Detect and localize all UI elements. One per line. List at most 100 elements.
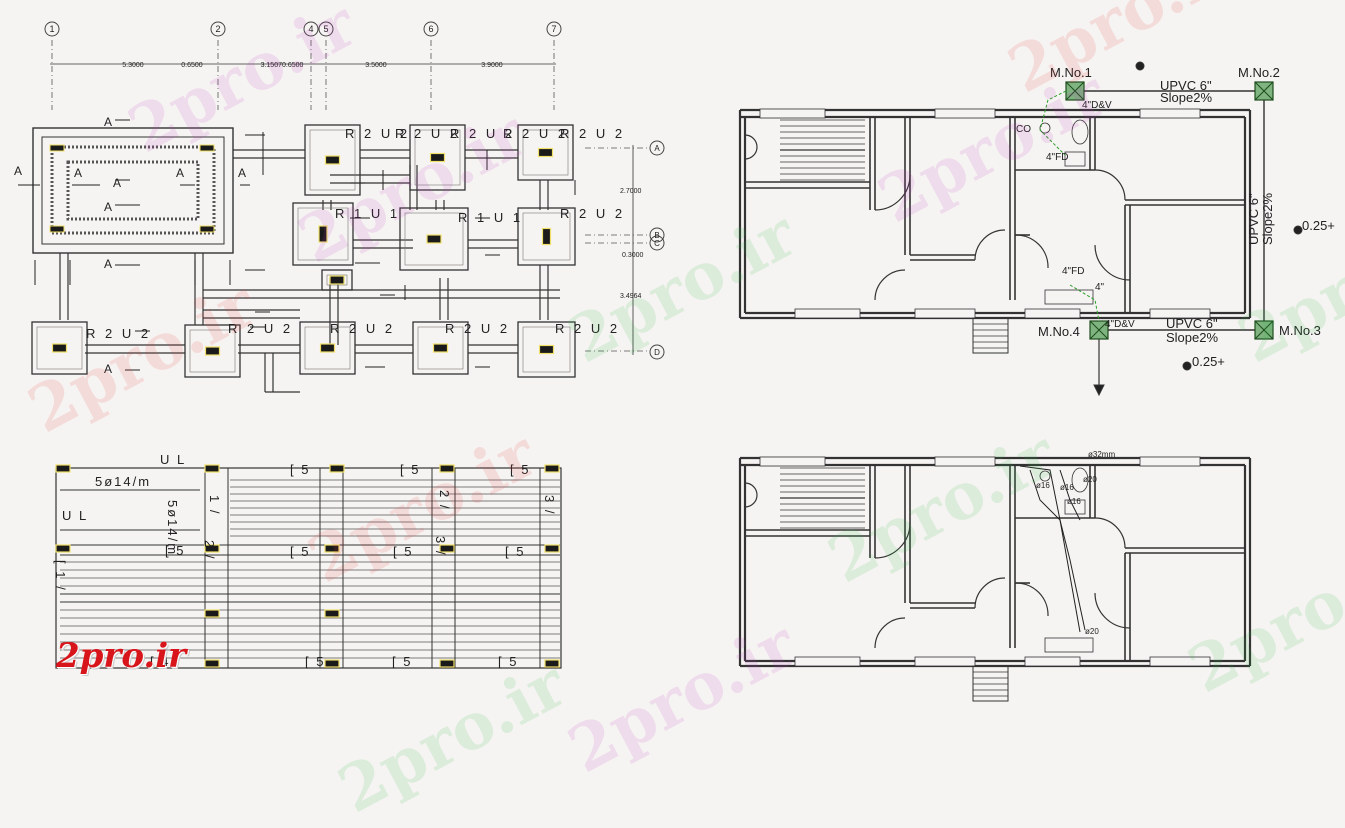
- manhole-hatch: [1254, 320, 1274, 340]
- slab-label: U L: [160, 452, 186, 467]
- footing: [517, 321, 576, 378]
- manhole-label: M.No.2: [1238, 65, 1280, 80]
- footing-inner: [309, 129, 356, 191]
- door-swing: [874, 174, 911, 211]
- column: [199, 225, 215, 233]
- fixture-tag: 4"FD: [1062, 266, 1084, 277]
- slab-label: [ 5: [392, 654, 412, 669]
- kitchen-sink: [1044, 289, 1094, 305]
- footing-tag: R 2 U 2: [450, 126, 515, 141]
- water-pipe: [1059, 469, 1081, 521]
- pipe-size-tag: ø16: [1067, 497, 1081, 506]
- level-symbol: [1293, 225, 1303, 235]
- column: [324, 609, 340, 618]
- footing-inner: [36, 326, 83, 370]
- window: [1149, 656, 1211, 667]
- manhole-hatch: [1089, 320, 1109, 340]
- footing: [31, 321, 88, 375]
- foundation-plan: 1 2 4 5 6 7 5.3000 0.6500 3.15070.6500 3…: [14, 21, 665, 393]
- slab-label: 3 /: [433, 536, 448, 556]
- window: [1149, 308, 1211, 319]
- slab-label: [ 5: [290, 544, 310, 559]
- level-mark: 0.25+: [1302, 218, 1335, 233]
- level-symbol: [1182, 361, 1192, 371]
- door-swing: [744, 482, 758, 508]
- slab-label: [ 5: [400, 462, 420, 477]
- pipe-size-tag: ø32mm: [1088, 450, 1115, 459]
- window: [914, 656, 976, 667]
- column: [319, 343, 336, 353]
- column: [439, 659, 455, 668]
- wc-fixture: [1071, 467, 1089, 493]
- dimension-text: 3.5000: [365, 62, 387, 69]
- slab-label: [ 5: [505, 544, 525, 559]
- slab-label: [ 5: [305, 654, 325, 669]
- footing: [412, 321, 469, 375]
- manhole-label: M.No.1: [1050, 65, 1092, 80]
- footing-inner: [522, 212, 571, 261]
- door-swing: [874, 269, 906, 301]
- column: [324, 155, 341, 165]
- footing: [321, 269, 353, 291]
- dimension-text: 0.6500: [181, 62, 203, 69]
- kitchen-sink: [1044, 637, 1094, 653]
- pipe-label: Slope2%: [1160, 90, 1212, 105]
- column: [541, 227, 552, 246]
- column: [204, 544, 220, 553]
- column: [49, 225, 65, 233]
- column: [204, 659, 220, 668]
- wc-fixture: [1064, 151, 1086, 167]
- dimension-text: 5.3000: [122, 62, 144, 69]
- slab-label: 5ø14/m: [165, 500, 180, 556]
- water-pipe: [1019, 465, 1081, 633]
- window: [934, 108, 996, 119]
- slab-label: [ 5: [393, 544, 413, 559]
- site-logo[interactable]: 2pro.ir: [56, 636, 187, 676]
- grid-bubble-label: D: [654, 348, 660, 357]
- window: [934, 456, 996, 467]
- section-mark: A: [176, 166, 184, 180]
- footing-inner: [304, 326, 351, 370]
- column: [318, 225, 328, 243]
- window: [1139, 108, 1201, 119]
- grid-bubble-label: C: [654, 239, 660, 248]
- footing-tag: R 2 U 2: [503, 126, 568, 141]
- footing-inner: [404, 212, 464, 266]
- slab-label: [ 5: [498, 654, 518, 669]
- door-swing: [1014, 234, 1049, 269]
- window: [794, 308, 861, 319]
- grid-bubble-label: 2: [215, 24, 220, 34]
- grid-bubble-label: 6: [428, 24, 433, 34]
- manhole-label: M.No.3: [1279, 323, 1321, 338]
- fixture-tag: 4"FD: [1046, 152, 1068, 163]
- wc-fixture: [1039, 470, 1051, 482]
- footing-tag: R 2 U 2: [560, 126, 625, 141]
- fixture-tag: 4": [1095, 282, 1105, 293]
- pipe-label: UPVC 6": [1160, 78, 1212, 93]
- manhole-hatch: [1254, 81, 1274, 101]
- door-swing: [874, 522, 911, 559]
- north-symbol: [1135, 61, 1145, 71]
- footing-inner: [522, 129, 569, 176]
- column: [49, 144, 65, 152]
- section-mark: A: [104, 257, 112, 271]
- entrance-steps: [972, 665, 1009, 702]
- section-mark: A: [113, 176, 121, 190]
- column: [55, 464, 71, 473]
- window: [1024, 308, 1081, 319]
- pipe-label: Slope2%: [1166, 330, 1218, 345]
- fixture-tag: CO: [1016, 124, 1031, 135]
- window: [1024, 656, 1081, 667]
- column: [538, 344, 555, 355]
- pipe-size-tag: ø20: [1085, 627, 1099, 636]
- footing: [517, 124, 574, 181]
- footing-tag: R 2 U 2: [330, 321, 395, 336]
- column: [429, 152, 446, 163]
- footing: [304, 124, 361, 196]
- flow-arrow: [1093, 384, 1105, 397]
- window: [759, 456, 826, 467]
- grid-bubble-label: B: [654, 231, 659, 240]
- level-mark: 0.25+: [1192, 354, 1225, 369]
